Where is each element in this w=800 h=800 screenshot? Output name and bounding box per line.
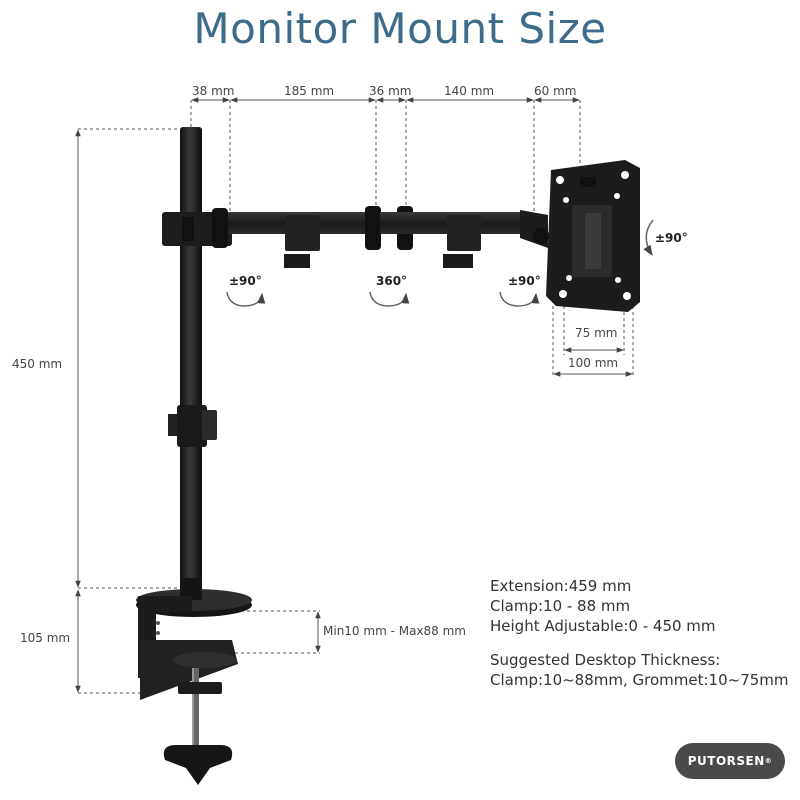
rotation-mid-label: 360°	[376, 274, 408, 288]
spec-clamp: Clamp:10 - 88 mm	[490, 597, 631, 615]
spec-extension: Extension:459 mm	[490, 577, 632, 595]
rotation-plate-label: ±90°	[655, 231, 688, 245]
dim-vesa-100: 100 mm	[568, 356, 619, 370]
brand-logo: PUTORSEN®	[675, 743, 785, 779]
rotation-left-label: ±90°	[229, 274, 262, 288]
arm	[162, 206, 549, 268]
dim-vesa-75: 75 mm	[575, 326, 618, 340]
height-dimension-lines	[75, 128, 190, 694]
page-title: Monitor Mount Size	[193, 4, 607, 53]
spec-thickness-heading: Suggested Desktop Thickness:	[490, 651, 721, 669]
vesa-dimension-lines	[552, 300, 634, 378]
spec-thickness-values: Clamp:10~88mm, Grommet:10~75mm	[490, 671, 789, 689]
dim-60: 60 mm	[534, 84, 577, 98]
dim-36: 36 mm	[369, 84, 412, 98]
vesa-plate	[546, 160, 640, 312]
rotation-right-label: ±90°	[508, 274, 541, 288]
dim-38: 38 mm	[192, 84, 235, 98]
spec-height: Height Adjustable:0 - 450 mm	[490, 617, 716, 635]
desk-clamp	[138, 596, 238, 785]
dim-pole-height: 450 mm	[12, 357, 63, 371]
brand-name: PUTORSEN	[687, 754, 765, 768]
clamp-range-dimension	[235, 610, 321, 654]
dim-140: 140 mm	[444, 84, 495, 98]
pole	[168, 127, 217, 587]
dim-185: 185 mm	[284, 84, 335, 98]
dim-clamp-range: Min10 mm - Max88 mm	[323, 624, 466, 638]
top-dimension-lines	[190, 97, 581, 215]
brand-mark: ®	[764, 757, 773, 765]
dim-clamp-height: 105 mm	[20, 631, 71, 645]
rotation-arrows	[226, 219, 654, 307]
